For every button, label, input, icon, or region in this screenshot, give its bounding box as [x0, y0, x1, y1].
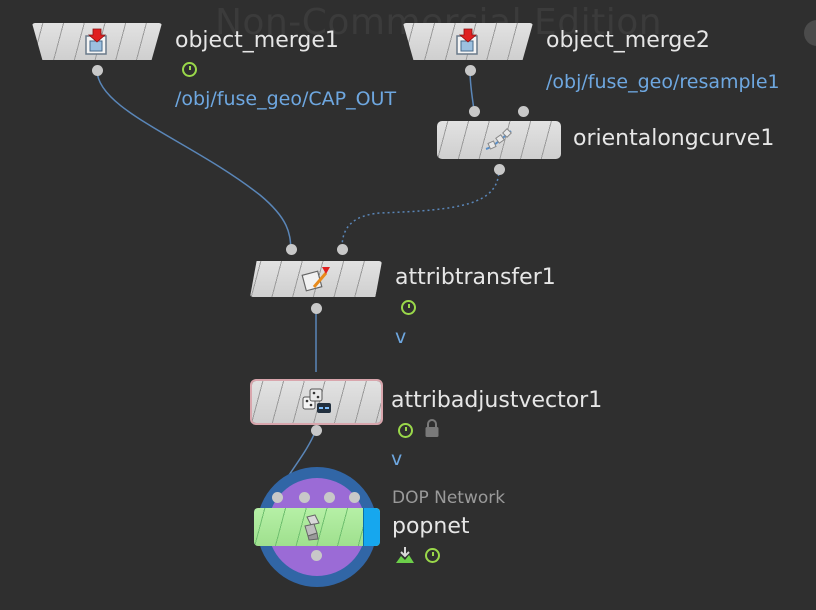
input-port[interactable]	[286, 244, 297, 255]
node-label[interactable]: popnet	[392, 514, 470, 539]
output-port[interactable]	[311, 550, 322, 561]
output-port[interactable]	[311, 425, 322, 436]
dop-network-icon	[304, 514, 320, 541]
object-merge-icon	[85, 28, 107, 55]
input-port[interactable]	[324, 492, 335, 503]
attrib-transfer-icon	[301, 267, 330, 292]
node-object-merge2[interactable]	[403, 23, 533, 60]
node-path-parameter: /obj/fuse_geo/CAP_OUT	[175, 88, 397, 110]
attrib-adjust-vector-icon	[302, 388, 331, 413]
output-port[interactable]	[92, 65, 103, 76]
node-label[interactable]: attribtransfer1	[395, 265, 556, 290]
lock-icon[interactable]	[424, 419, 440, 438]
input-port[interactable]	[337, 244, 348, 255]
object-merge-icon	[456, 28, 478, 55]
node-label[interactable]: attribadjustvector1	[391, 388, 603, 413]
input-port[interactable]	[272, 492, 283, 503]
dop-output-icon	[396, 547, 414, 563]
node-label[interactable]: object_merge1	[175, 28, 339, 53]
display-flag[interactable]	[363, 508, 380, 546]
input-port[interactable]	[349, 492, 360, 503]
output-port[interactable]	[494, 164, 505, 175]
wire-object-merge2-to-orientalongcurve1	[469, 69, 475, 111]
output-port[interactable]	[311, 303, 322, 314]
time-dependent-icon	[401, 300, 416, 315]
node-attribadjustvector1[interactable]	[250, 379, 383, 425]
node-label[interactable]: object_merge2	[546, 28, 710, 53]
input-port[interactable]	[518, 106, 529, 117]
wire-object-merge1-to-attribtransfer1	[96, 69, 292, 250]
node-type-label: DOP Network	[392, 488, 506, 508]
node-object-merge1[interactable]	[32, 23, 162, 60]
wire-orientalongcurve1-to-attribtransfer1	[341, 168, 500, 250]
node-path-parameter: /obj/fuse_geo/resample1	[546, 71, 780, 93]
node-label[interactable]: orientalongcurve1	[573, 126, 775, 151]
node-popnet[interactable]	[254, 508, 380, 546]
input-port[interactable]	[299, 492, 310, 503]
time-dependent-icon	[182, 62, 197, 77]
time-dependent-icon	[398, 423, 413, 438]
output-port[interactable]	[465, 65, 476, 76]
node-orientalongcurve1[interactable]	[437, 121, 561, 159]
attribute-parameter: v	[395, 326, 407, 348]
offscreen-indicator	[804, 20, 816, 46]
node-attribtransfer1[interactable]	[250, 261, 382, 297]
input-port[interactable]	[469, 106, 480, 117]
time-dependent-icon	[425, 548, 440, 563]
attribute-parameter: v	[391, 448, 403, 470]
orient-along-curve-icon	[485, 128, 512, 150]
